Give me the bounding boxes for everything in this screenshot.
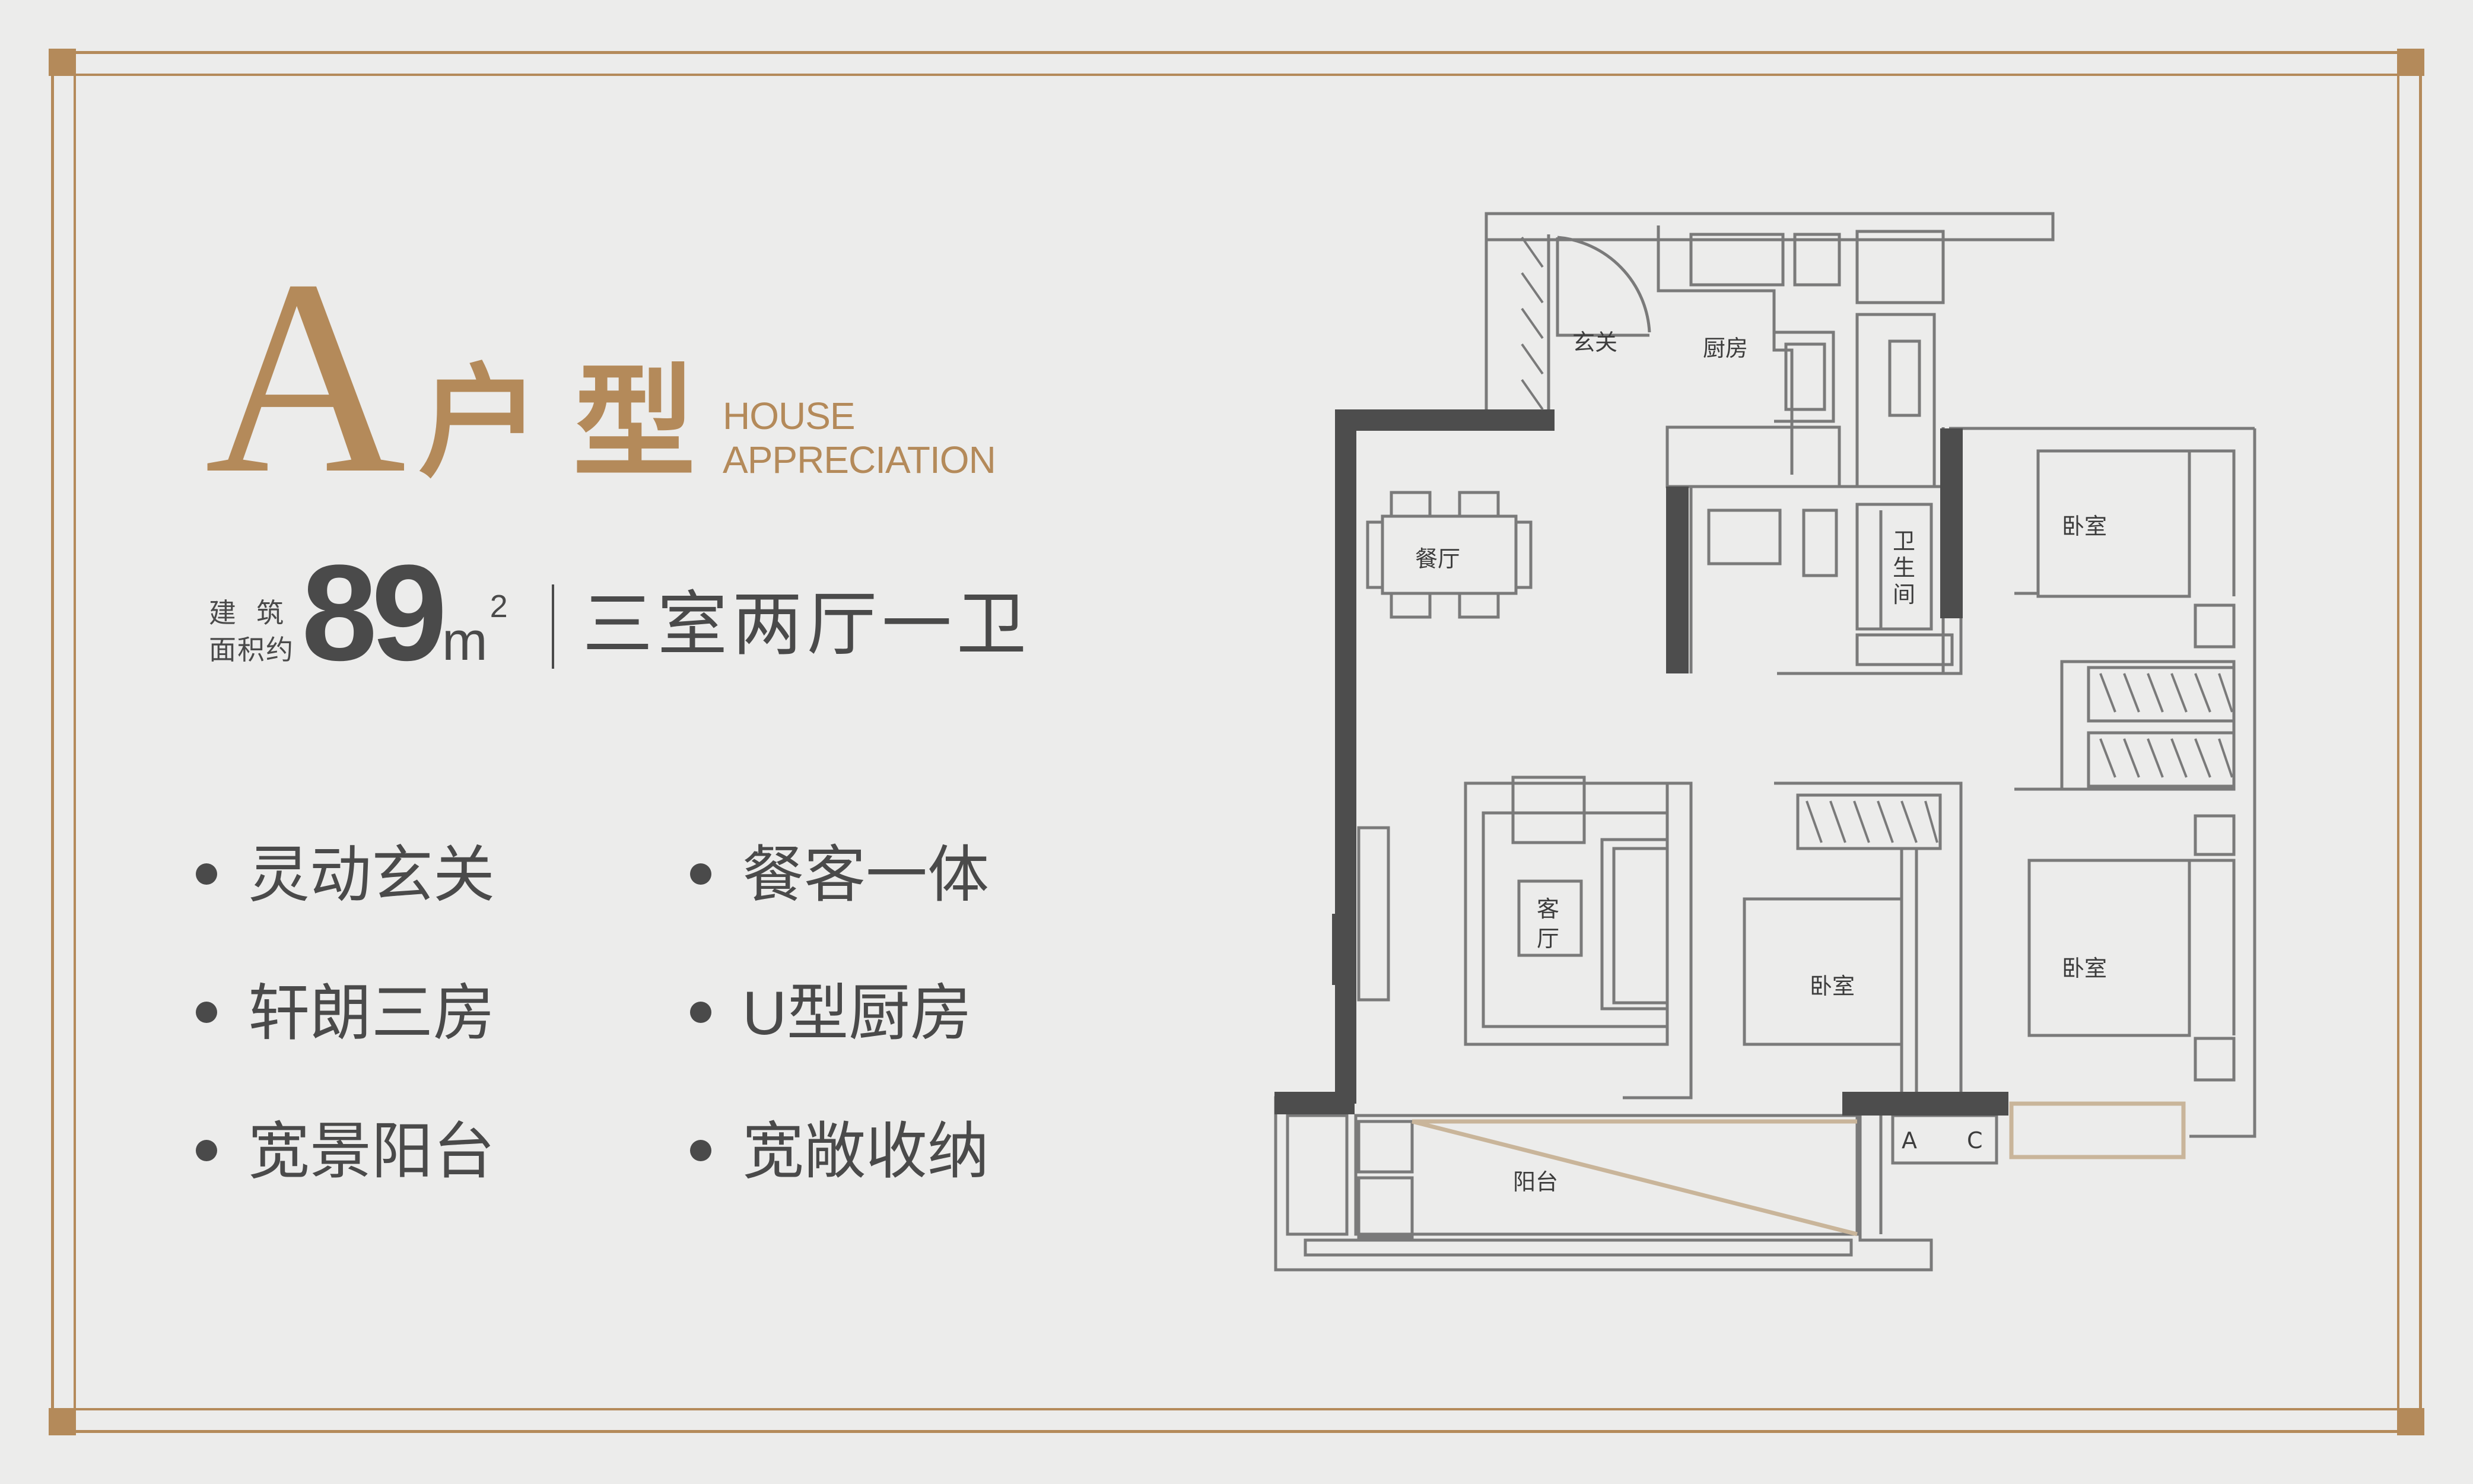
layout-name: 三室两厅一卫 <box>583 586 1032 664</box>
corner-ornament <box>2397 1408 2424 1435</box>
corner-ornament <box>2397 49 2424 76</box>
area-value: 89 <box>301 536 447 689</box>
feature-item: 宽敞收纳 <box>690 1121 989 1183</box>
english-subtitle-line2: APPRECIATION <box>723 438 996 481</box>
bullet-icon <box>690 1139 711 1161</box>
feature-item: 轩朗三房 <box>196 983 495 1044</box>
feature-item: 灵动玄关 <box>196 844 495 906</box>
outer-frame <box>51 51 2422 1433</box>
feature-label: U型厨房 <box>742 979 972 1048</box>
inner-frame <box>74 74 2399 1410</box>
area-unit-superscript: 2 <box>489 589 508 625</box>
area-unit: m2 <box>442 590 508 672</box>
unit-type-letter: A <box>205 222 406 531</box>
feature-label: 灵动玄关 <box>248 841 495 910</box>
feature-label: 宽景阳台 <box>248 1117 495 1186</box>
corner-ornament <box>49 1408 76 1435</box>
english-subtitle: HOUSE APPRECIATION <box>723 394 996 482</box>
feature-item: U型厨房 <box>690 983 972 1044</box>
bullet-icon <box>196 1001 217 1023</box>
divider <box>552 584 554 669</box>
area-unit-base: m <box>442 611 488 672</box>
area-label: 建筑 面积约 <box>209 595 304 668</box>
area-label-line1: 建筑 <box>209 598 304 628</box>
bullet-icon <box>196 1139 217 1161</box>
feature-item: 餐客一体 <box>690 844 989 906</box>
feature-label: 轩朗三房 <box>248 979 495 1048</box>
feature-item: 宽景阳台 <box>196 1121 495 1183</box>
unit-type-title: 户型 <box>418 355 729 491</box>
bullet-icon <box>196 863 217 885</box>
bullet-icon <box>690 863 711 885</box>
area-label-line2: 面积约 <box>209 634 294 665</box>
feature-label: 餐客一体 <box>742 841 990 910</box>
bullet-icon <box>690 1001 711 1023</box>
english-subtitle-line1: HOUSE <box>723 395 856 437</box>
corner-ornament <box>49 49 76 76</box>
feature-label: 宽敞收纳 <box>742 1117 990 1186</box>
